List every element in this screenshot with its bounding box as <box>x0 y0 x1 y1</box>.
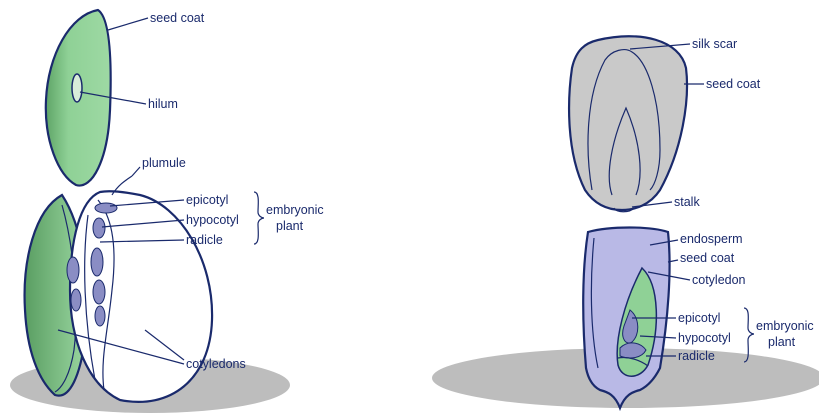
label-radicle-right: radicle <box>678 349 715 363</box>
leader-plumule <box>132 167 140 176</box>
label-plant: plant <box>276 219 304 233</box>
label-seed-coat-bottom: seed coat <box>680 251 735 265</box>
label-hypocotyl: hypocotyl <box>186 213 239 227</box>
label-embryonic: embryonic <box>266 203 324 217</box>
label-stalk: stalk <box>674 195 700 209</box>
label-seed-coat: seed coat <box>150 11 205 25</box>
label-epicotyl-right: epicotyl <box>678 311 720 325</box>
label-radicle: radicle <box>186 233 223 247</box>
label-cotyledon: cotyledon <box>692 273 746 287</box>
label-embryonic-right: embryonic <box>756 319 814 333</box>
embryonic-plant-brace-left <box>254 192 264 244</box>
label-plant-right: plant <box>768 335 796 349</box>
label-seed-coat-top: seed coat <box>706 77 761 91</box>
label-epicotyl: epicotyl <box>186 193 228 207</box>
corn-kernel-figure: silk scar seed coat stalk endosperm seed… <box>432 36 819 408</box>
leader-seed-coat <box>108 18 148 30</box>
embryonic-plant-brace-right <box>744 308 754 362</box>
label-plumule: plumule <box>142 156 186 170</box>
label-cotyledons: cotyledons <box>186 357 246 371</box>
hilum-mark <box>72 74 82 102</box>
label-hypocotyl-right: hypocotyl <box>678 331 731 345</box>
label-silk-scar: silk scar <box>692 37 737 51</box>
label-endosperm: endosperm <box>680 232 743 246</box>
bean-seed-figure: seed coat hilum plumule epicotyl hypocot… <box>10 10 324 413</box>
corn-kernel-whole <box>569 36 687 210</box>
label-hilum: hilum <box>148 97 178 111</box>
